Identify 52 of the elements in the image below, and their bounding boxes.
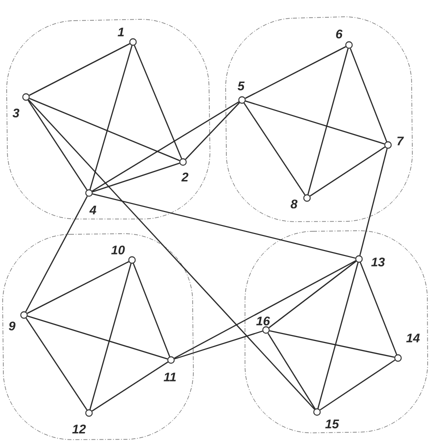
edge-line — [245, 46, 346, 99]
edge-line — [89, 45, 133, 190]
edge-line — [317, 262, 359, 409]
edge-line — [310, 146, 386, 196]
edge-line — [350, 48, 388, 142]
vertex-number: 8 — [290, 200, 298, 208]
edge-line — [26, 318, 88, 410]
cluster-outline — [2, 233, 194, 440]
edge-line — [360, 262, 398, 355]
cluster-outline — [6, 19, 210, 220]
edge-line — [92, 162, 180, 192]
edge-line — [92, 101, 240, 192]
edge-line — [92, 193, 356, 259]
vertex-number: 12 — [72, 424, 86, 434]
vertex-number: 16 — [256, 316, 270, 326]
edge-line — [174, 330, 263, 360]
vertex-number: 5 — [238, 82, 245, 90]
cluster-outline — [244, 230, 428, 434]
edge-line — [307, 48, 349, 195]
edge-line — [134, 45, 182, 159]
vertex-number: 9 — [8, 322, 16, 330]
edge-line — [268, 260, 356, 328]
edge-line — [270, 330, 394, 358]
vertex-number: 14 — [406, 334, 420, 342]
edge-line — [92, 362, 168, 412]
vertex-number: 1 — [118, 28, 124, 36]
edge-line — [89, 263, 132, 410]
edge-line — [185, 102, 240, 160]
vertex-number: 3 — [12, 108, 20, 118]
vertex-number: 6 — [336, 30, 343, 38]
edge-line — [25, 196, 88, 312]
edge-line — [174, 260, 356, 359]
edge-line — [27, 261, 129, 314]
edge-line — [244, 102, 306, 196]
edge-line — [132, 263, 170, 357]
vertex-number: 7 — [397, 136, 404, 146]
vertex-number: 4 — [89, 206, 96, 214]
edge-line — [29, 98, 180, 162]
vertex-number: 13 — [371, 258, 385, 266]
vertex-number: 15 — [325, 420, 340, 428]
edge-line — [27, 316, 168, 360]
vertex-number: 11 — [164, 372, 176, 382]
edge-line — [359, 148, 388, 256]
edge-line — [29, 43, 130, 96]
vertex-number: 2 — [181, 172, 188, 182]
edge-line — [320, 360, 396, 410]
edge-line — [28, 99, 315, 410]
cluster-outline — [225, 16, 413, 222]
edge-line — [28, 100, 88, 190]
vertex-number: 10 — [111, 246, 125, 254]
edge-line — [245, 100, 385, 144]
edge-line — [267, 332, 316, 410]
